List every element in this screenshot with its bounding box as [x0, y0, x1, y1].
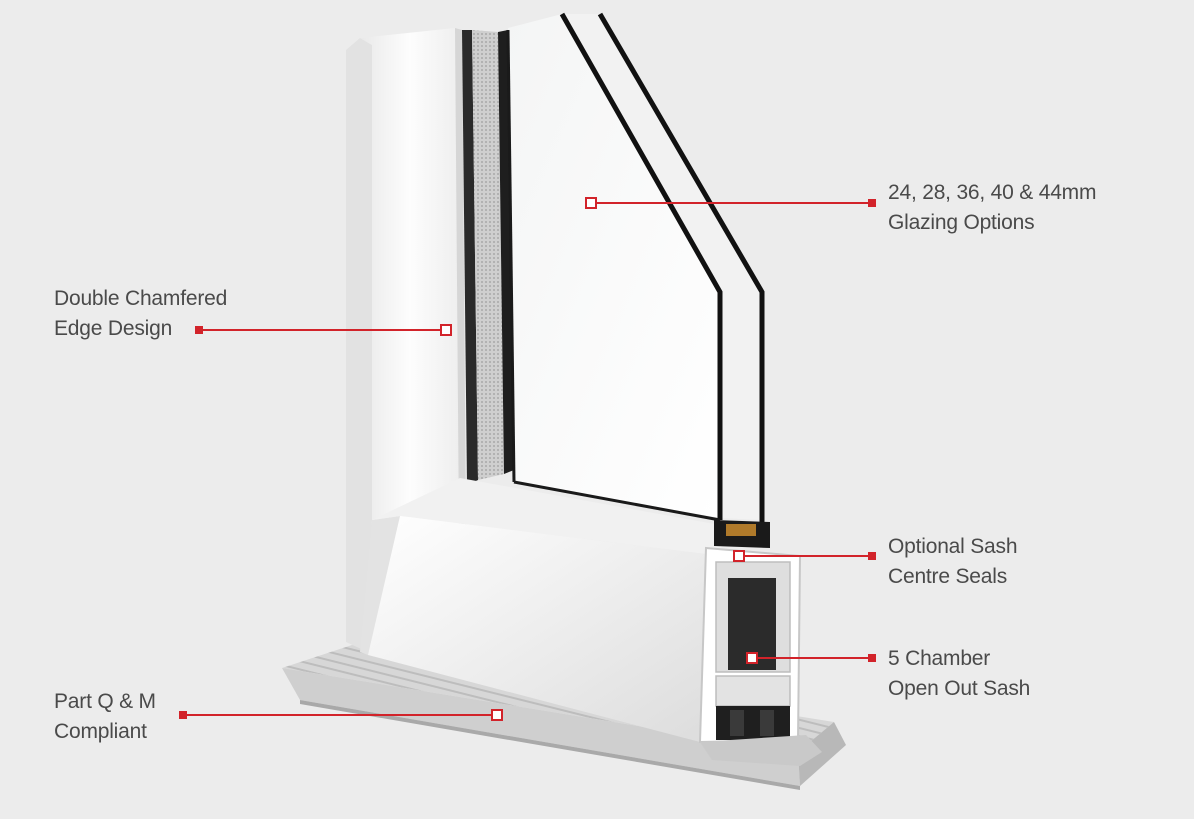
callout-chamber-sash: 5 Chamber Open Out Sash [888, 644, 1030, 704]
marker-glazing-label [868, 199, 876, 207]
callout-glazing-options: 24, 28, 36, 40 & 44mm Glazing Options [888, 178, 1096, 238]
callout-chamber-line2: Open Out Sash [888, 677, 1031, 700]
callout-glazing-line2: Glazing Options [888, 211, 1035, 234]
marker-seals-label [868, 552, 876, 560]
callout-glazing-line1: 24, 28, 36, 40 & 44mm [888, 181, 1097, 204]
marker-glazing-target [585, 197, 597, 209]
callout-centre-seals: Optional Sash Centre Seals [888, 532, 1018, 592]
glass-unit [506, 12, 765, 524]
callout-part-qm-compliant: Part Q & M Compliant [54, 687, 156, 747]
marker-chamber-target [746, 652, 758, 664]
callout-chamfer-line2: Edge Design [54, 317, 173, 340]
callout-chamfer-line1: Double Chamfered [54, 287, 228, 310]
callout-seals-line2: Centre Seals [888, 565, 1007, 588]
profile-cross-section [698, 520, 822, 766]
marker-compliance-label [179, 711, 187, 719]
marker-seals-target [733, 550, 745, 562]
callout-chamber-line1: 5 Chamber [888, 647, 991, 670]
callout-compliance-line1: Part Q & M [54, 690, 156, 713]
marker-chamfer-label [195, 326, 203, 334]
marker-chamber-label [868, 654, 876, 662]
sash-bottom-rail [360, 478, 722, 742]
marker-compliance-target [491, 709, 503, 721]
callout-chamfered-edge: Double Chamfered Edge Design [54, 284, 227, 344]
callout-compliance-line2: Compliant [54, 720, 147, 743]
callout-seals-line1: Optional Sash [888, 535, 1018, 558]
callout-markers [179, 197, 876, 721]
marker-chamfer-target [440, 324, 452, 336]
callout-lines [183, 202, 872, 716]
glazing-bead [462, 30, 514, 485]
